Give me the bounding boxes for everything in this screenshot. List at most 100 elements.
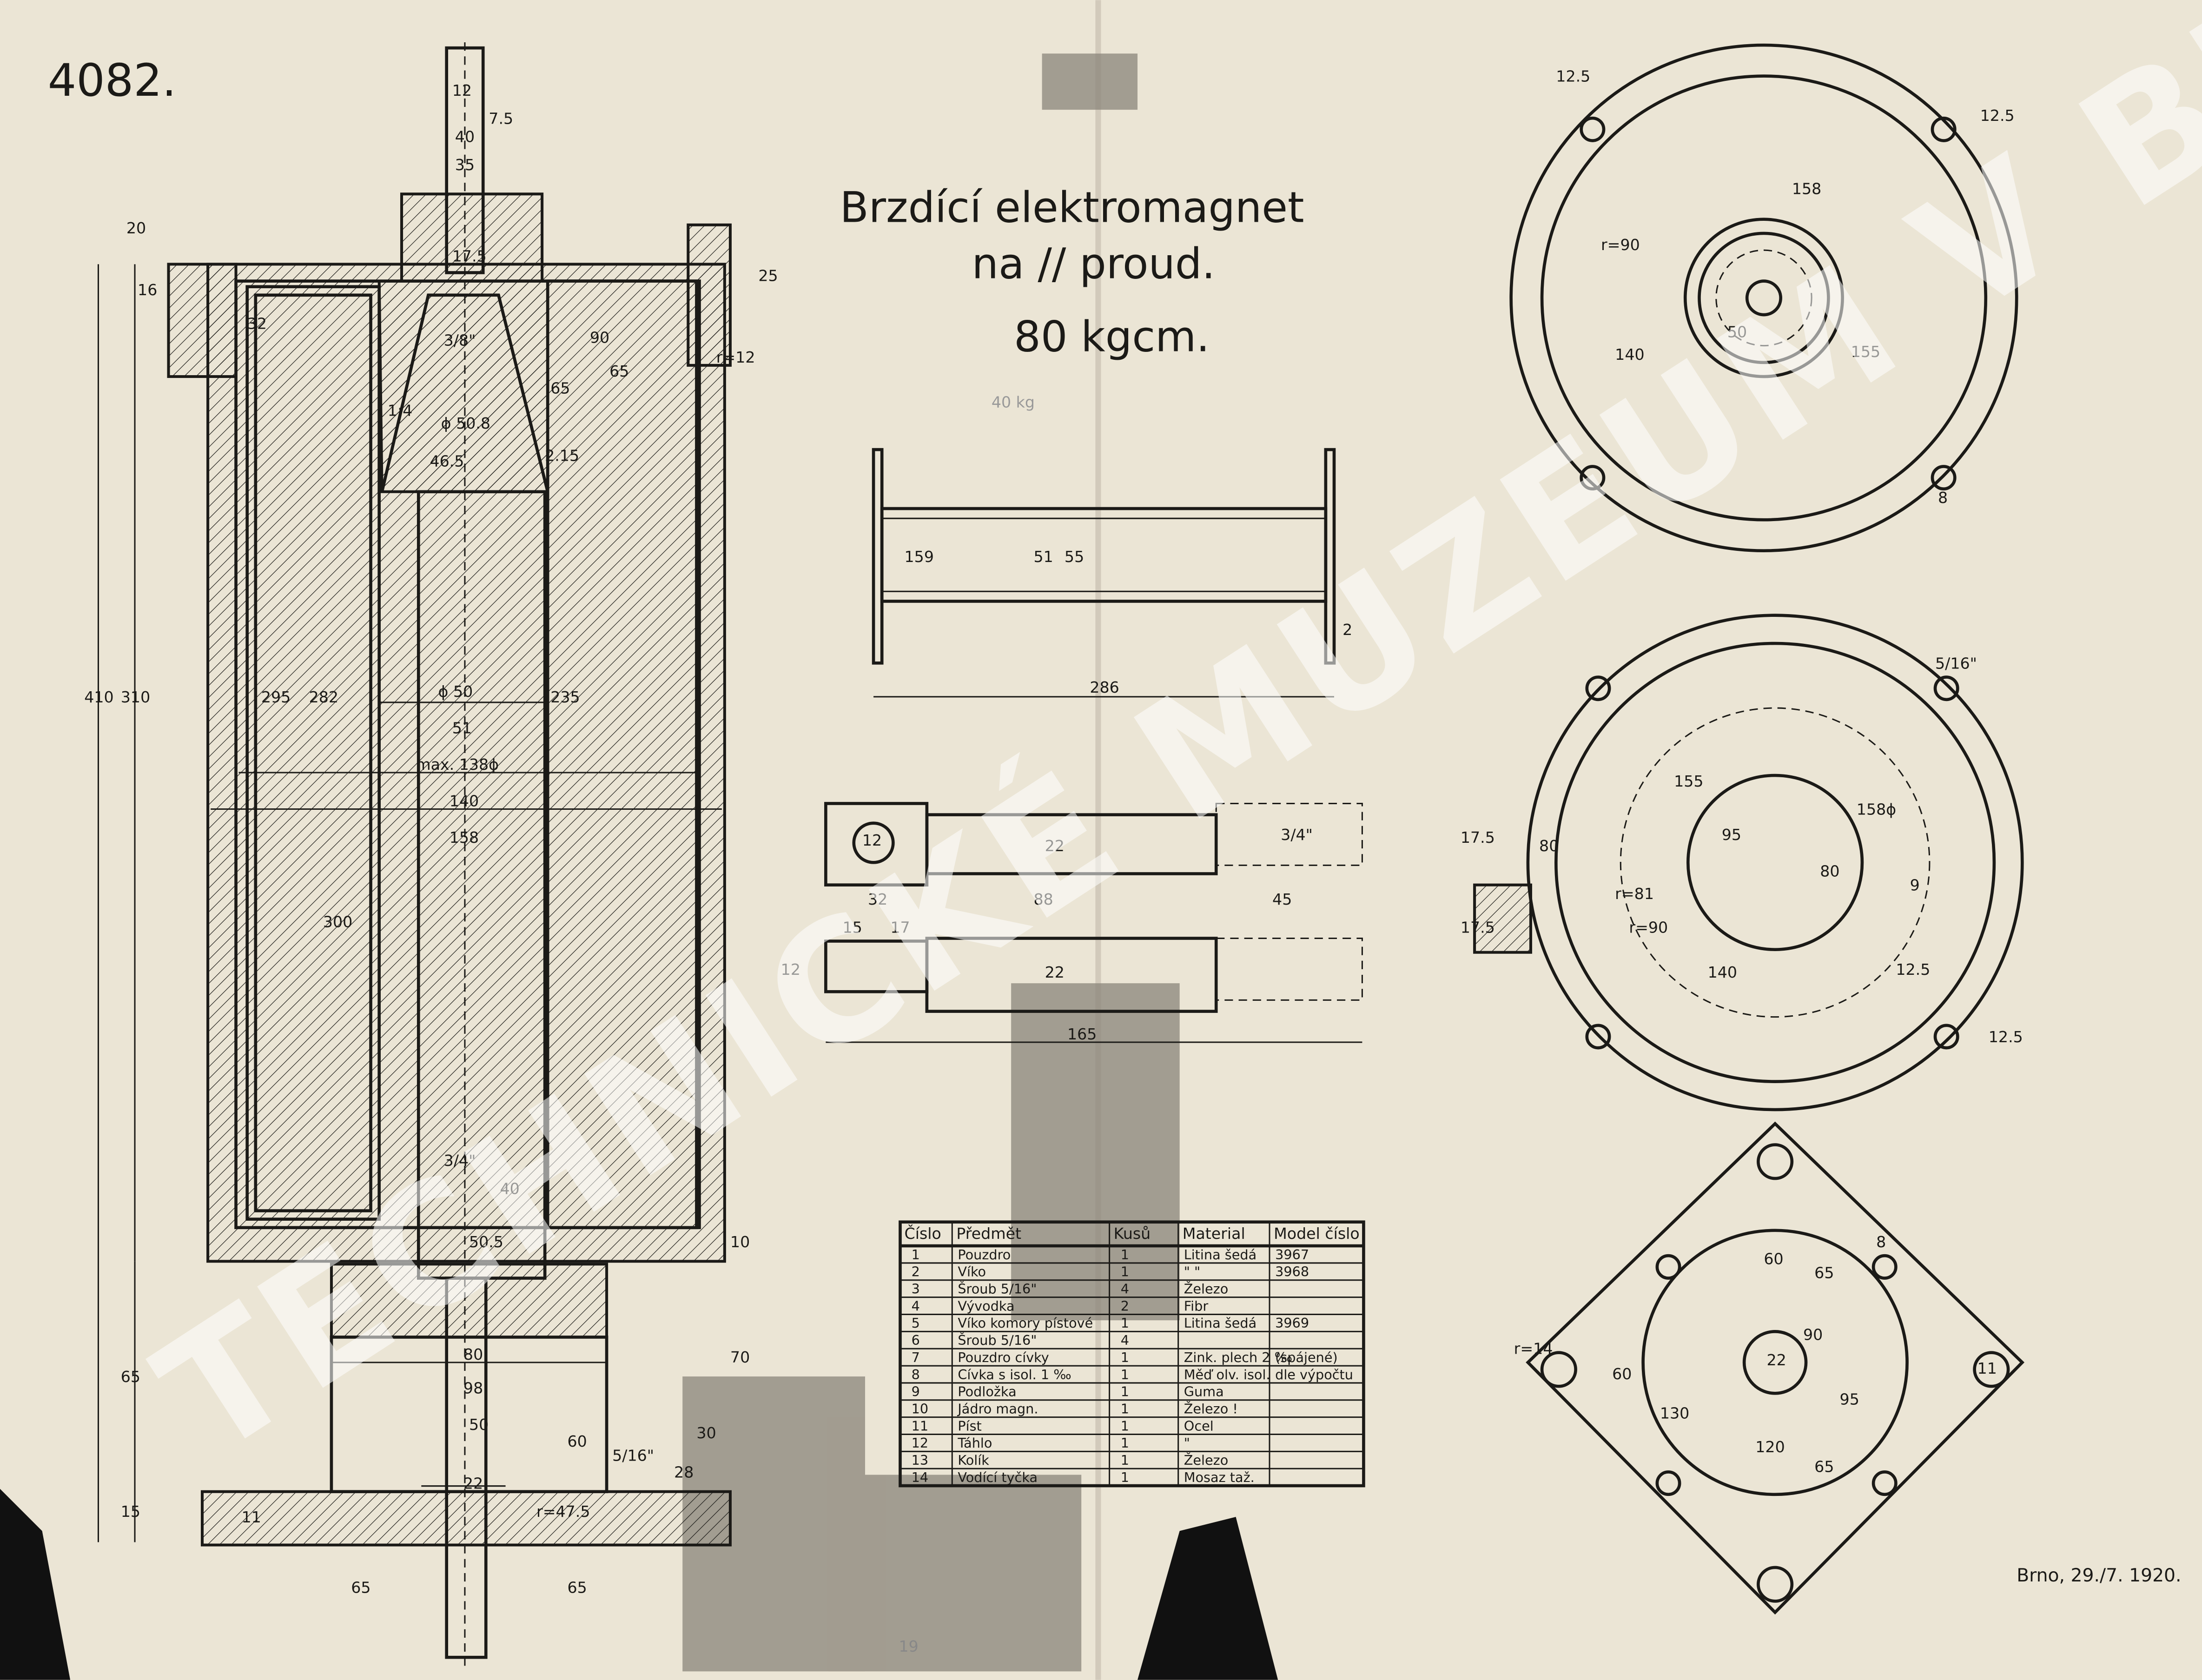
- svg-text:50.5: 50.5: [469, 1233, 503, 1251]
- table-cell: Cívka s isol. 1 ‰: [958, 1367, 1071, 1382]
- svg-text:50: 50: [1727, 323, 1747, 341]
- table-cell: 14: [912, 1469, 929, 1485]
- table-cell: Železo !: [1184, 1401, 1238, 1416]
- svg-text:65: 65: [609, 362, 629, 380]
- svg-text:12.5: 12.5: [1980, 106, 2015, 125]
- rod-views: 12 22 3/4" 32 88 45 15 17 12 22 165: [781, 802, 1363, 1043]
- svg-text:65: 65: [351, 1578, 370, 1596]
- table-cell: 1: [1121, 1247, 1129, 1263]
- table-header: Material: [1183, 1224, 1245, 1243]
- svg-text:410: 410: [84, 688, 113, 706]
- table-cell: ": [1184, 1435, 1190, 1451]
- svg-text:r=14: r=14: [1514, 1340, 1553, 1358]
- svg-text:140: 140: [1615, 345, 1644, 364]
- table-cell: 1: [1121, 1367, 1129, 1382]
- svg-text:15: 15: [121, 1502, 140, 1521]
- table-cell: Víko komory pístové: [958, 1315, 1093, 1331]
- table-cell: Guma: [1184, 1384, 1224, 1400]
- table-cell: 6: [912, 1332, 920, 1348]
- svg-text:1:4: 1:4: [388, 402, 412, 420]
- table-header: Předmět: [956, 1224, 1021, 1243]
- housing-end-view: 5/16" 155 158ϕ 95 80 80 17.5 17.5 9 12.5…: [1461, 614, 2024, 1111]
- torn-edge: [0, 1488, 1278, 1680]
- svg-text:32: 32: [868, 890, 887, 908]
- svg-text:40: 40: [500, 1179, 519, 1197]
- svg-text:158: 158: [1792, 179, 1821, 198]
- svg-text:235: 235: [550, 688, 580, 706]
- table-cell: 11: [912, 1418, 929, 1434]
- svg-text:12.5: 12.5: [1556, 67, 1590, 86]
- table-cell: Píst: [958, 1418, 981, 1434]
- svg-text:12: 12: [452, 81, 472, 99]
- table-cell: Víko: [958, 1264, 986, 1280]
- svg-text:282: 282: [309, 688, 338, 706]
- table-cell: Vývodka: [958, 1298, 1014, 1314]
- svg-text:155: 155: [1851, 343, 1880, 361]
- svg-text:22: 22: [1045, 837, 1065, 855]
- svg-text:155: 155: [1674, 772, 1703, 790]
- svg-text:12.5: 12.5: [1989, 1028, 2023, 1046]
- svg-text:310: 310: [121, 688, 150, 706]
- svg-text:22: 22: [1766, 1351, 1786, 1369]
- table-cell: 1: [1121, 1264, 1129, 1280]
- section-view: [97, 42, 732, 1672]
- svg-text:28: 28: [674, 1463, 694, 1482]
- svg-text:16: 16: [138, 281, 157, 299]
- svg-text:17.5: 17.5: [1461, 828, 1495, 847]
- svg-text:55: 55: [1065, 548, 1084, 566]
- svg-text:25: 25: [758, 267, 778, 285]
- svg-text:65: 65: [550, 379, 570, 397]
- table-cell: 1: [1121, 1401, 1129, 1416]
- table-cell: Mosaz taž.: [1184, 1469, 1255, 1485]
- svg-text:80: 80: [463, 1345, 483, 1363]
- section-dimensions: 12 40 35 7.5 20 17.5 3/8" 1:4 ϕ 50.8 46.…: [84, 81, 778, 1596]
- table-cell: 1: [1121, 1315, 1129, 1331]
- svg-text:r=81: r=81: [1615, 885, 1654, 903]
- table-cell: 4: [1121, 1332, 1129, 1348]
- table-cell: Litina šedá: [1184, 1315, 1256, 1331]
- svg-text:r=47.5: r=47.5: [536, 1502, 590, 1521]
- table-cell: Vodící tyčka: [958, 1469, 1038, 1485]
- table-cell: 1: [1121, 1452, 1129, 1468]
- svg-text:17: 17: [890, 918, 910, 936]
- table-cell: Kolík: [958, 1452, 989, 1468]
- svg-text:98: 98: [463, 1379, 483, 1397]
- pencil-note: 40 kg: [992, 393, 1035, 411]
- svg-text:300: 300: [323, 913, 352, 931]
- table-cell: Zink. plech 2 ‰: [1184, 1349, 1292, 1365]
- svg-text:max. 138ϕ: max. 138ϕ: [416, 755, 499, 774]
- svg-text:11: 11: [1977, 1359, 1997, 1377]
- svg-text:5/16": 5/16": [612, 1446, 654, 1464]
- svg-text:8: 8: [1938, 489, 1948, 507]
- svg-text:3/4": 3/4": [444, 1151, 476, 1170]
- table-cell: 3967: [1275, 1247, 1309, 1263]
- svg-text:12: 12: [862, 831, 882, 849]
- svg-text:70: 70: [730, 1348, 750, 1366]
- table-cell: 9: [912, 1384, 920, 1400]
- table-cell: 3: [912, 1281, 920, 1296]
- table-cell: Litina šedá: [1184, 1247, 1256, 1263]
- table-cell: Podložka: [958, 1384, 1016, 1400]
- table-cell: 12: [912, 1435, 929, 1451]
- table-header: Číslo: [905, 1224, 941, 1243]
- svg-text:r=90: r=90: [1629, 918, 1668, 936]
- svg-text:22: 22: [1045, 963, 1065, 981]
- svg-text:ϕ 50.8: ϕ 50.8: [441, 414, 490, 432]
- table-cell: 10: [912, 1401, 929, 1416]
- table-header: Kusů: [1114, 1224, 1151, 1243]
- table-cell: dle výpočtu: [1275, 1367, 1353, 1382]
- table-cell: 1: [1121, 1418, 1129, 1434]
- svg-text:65: 65: [568, 1578, 587, 1596]
- svg-text:158ϕ: 158ϕ: [1857, 800, 1896, 819]
- svg-text:165: 165: [1067, 1025, 1097, 1043]
- svg-text:22: 22: [463, 1475, 483, 1493]
- svg-text:15: 15: [843, 918, 862, 936]
- cover-top-view: 12.5 12.5 r=90 158 140 50 155 8: [1509, 43, 2018, 552]
- svg-text:32: 32: [247, 314, 267, 332]
- table-cell: 1: [1121, 1384, 1129, 1400]
- svg-text:20: 20: [126, 219, 146, 237]
- svg-text:5/16": 5/16": [1935, 654, 1977, 672]
- table-cell: 5: [912, 1315, 920, 1331]
- table-cell: 1: [1121, 1435, 1129, 1451]
- coil-spool-view: 159 51 55 286 2: [872, 448, 1352, 698]
